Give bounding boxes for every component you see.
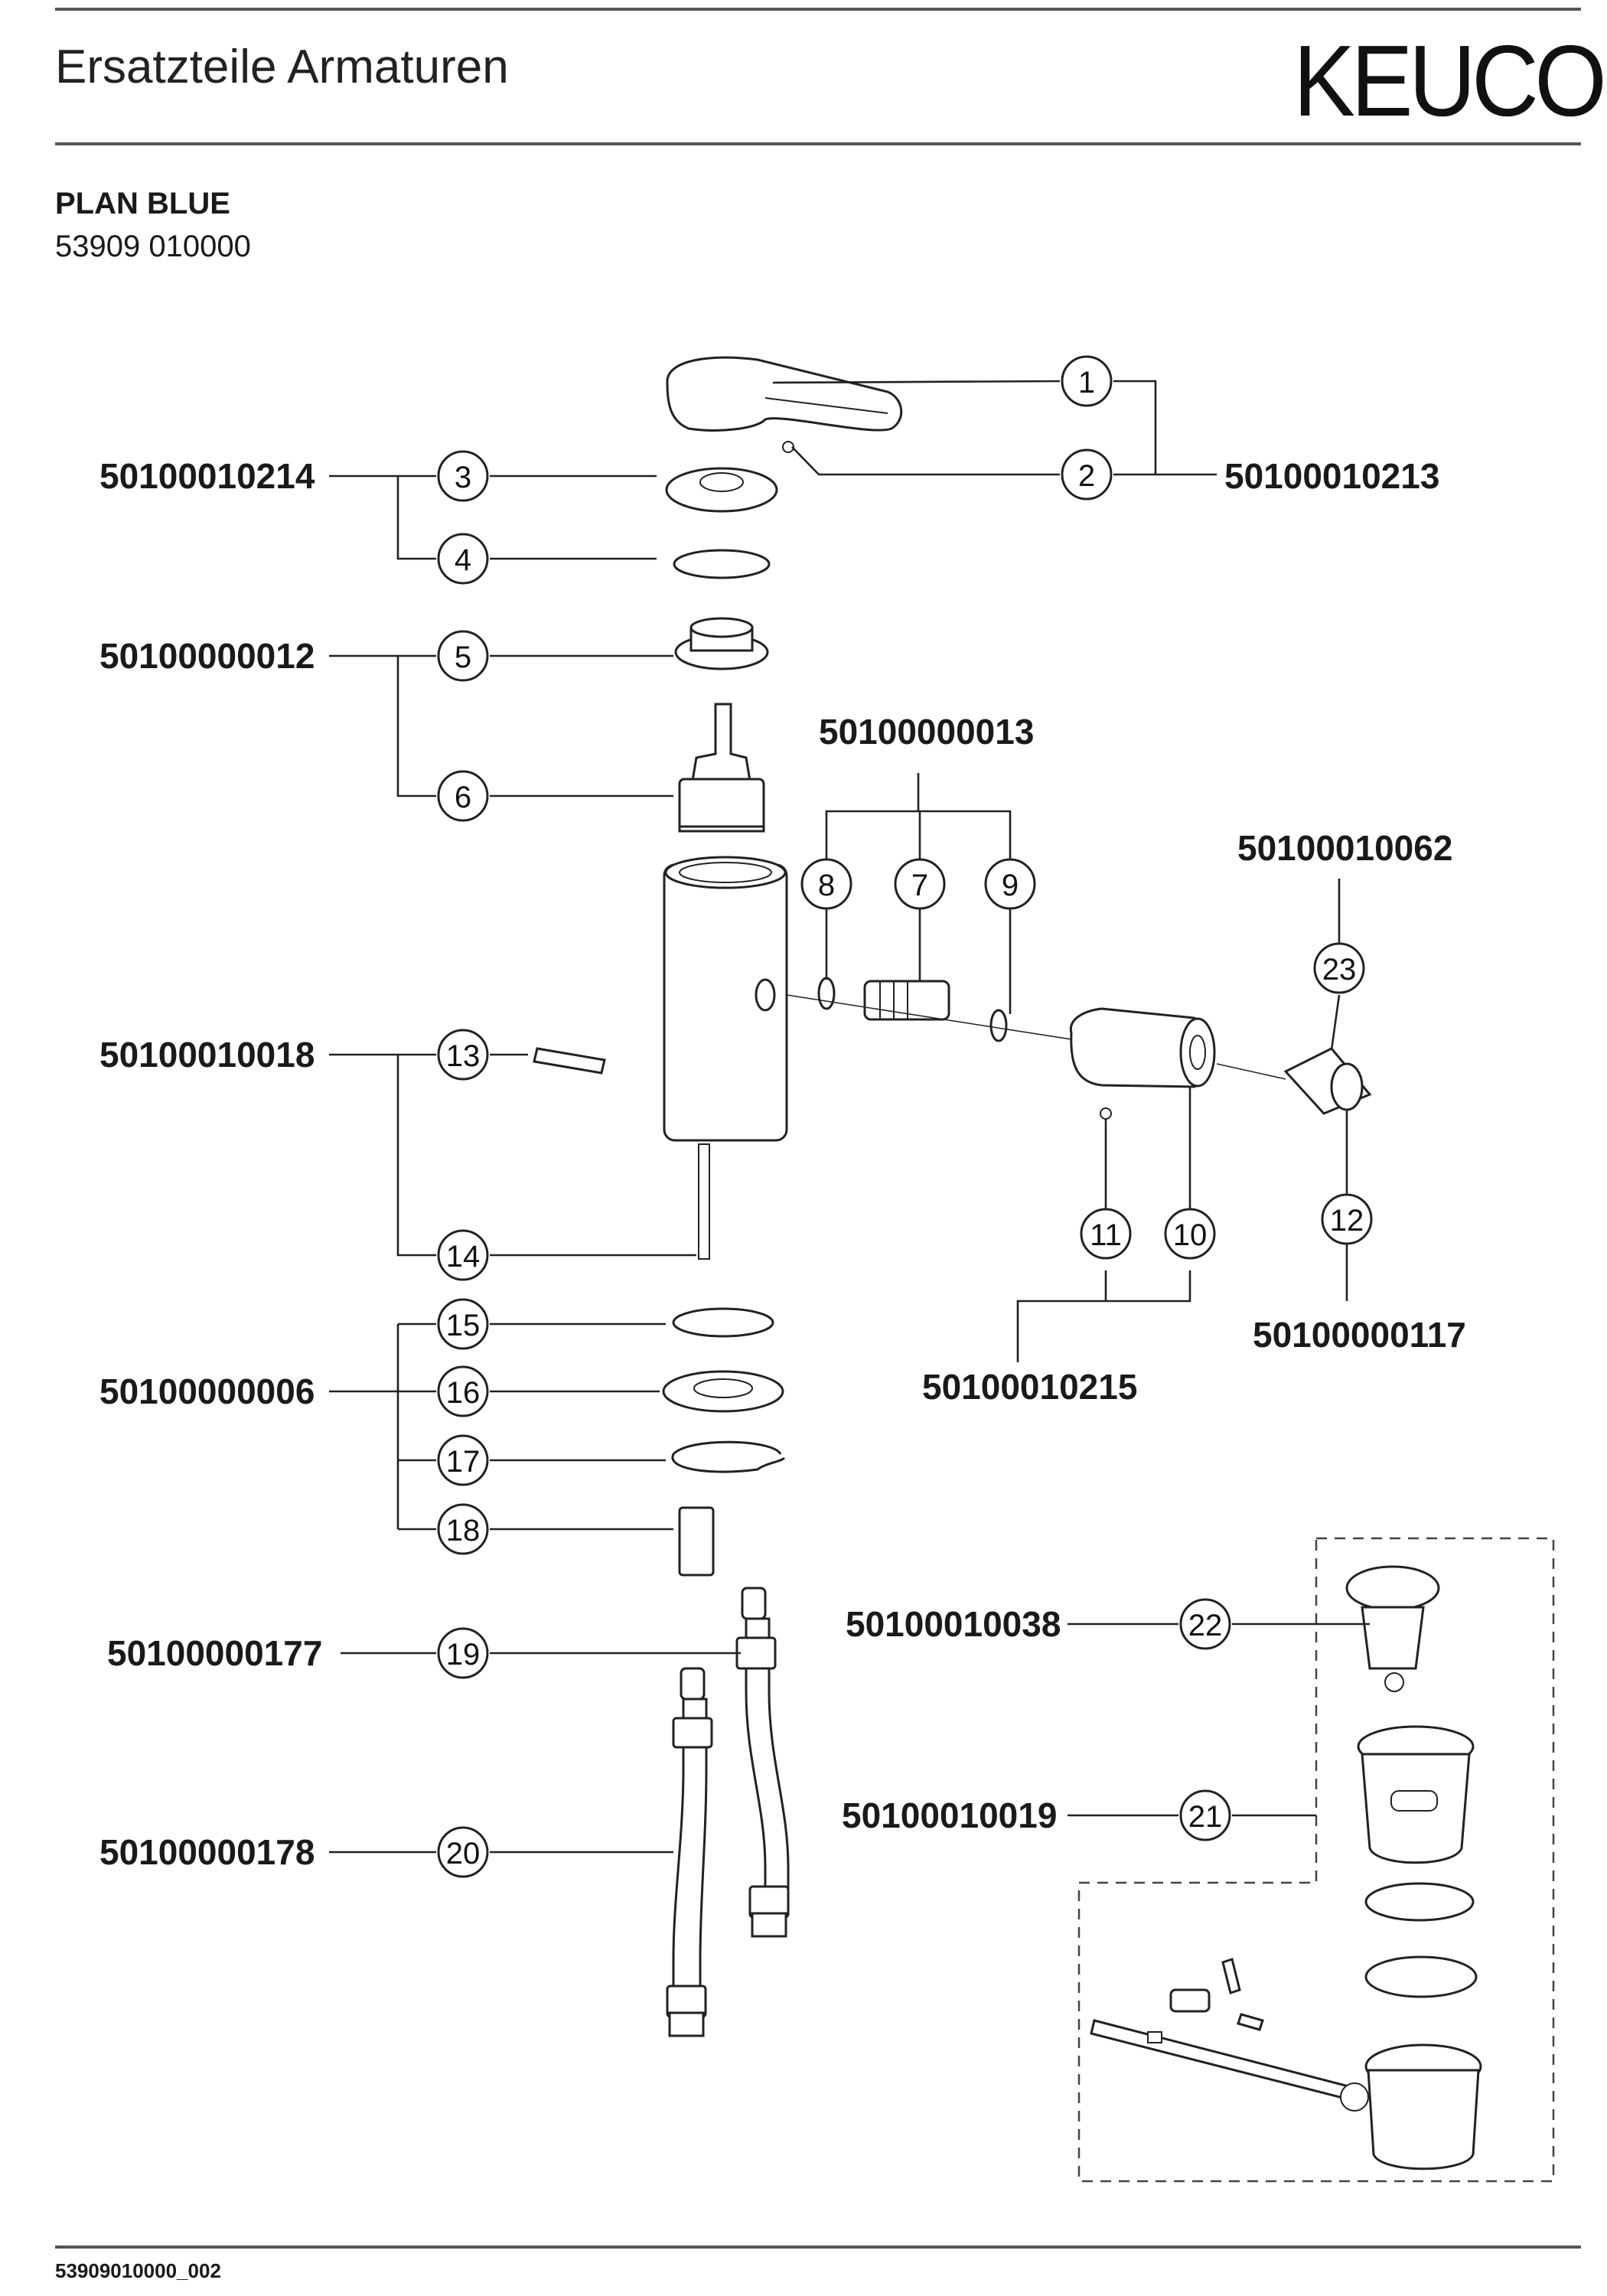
svg-text:21: 21 (1188, 1800, 1223, 1834)
svg-text:8: 8 (818, 869, 835, 902)
part-ring-4 (673, 549, 771, 579)
callout-12: 12 (1321, 1193, 1373, 1245)
callout-4: 4 (437, 533, 489, 585)
callout-23: 23 (1313, 942, 1365, 994)
leader-lines (329, 380, 1370, 1854)
svg-text:13: 13 (446, 1039, 481, 1073)
svg-text:1: 1 (1078, 366, 1095, 400)
callout-2: 2 (1061, 448, 1113, 501)
callout-15: 15 (437, 1298, 489, 1350)
pn-spout-set: 50100010215 (922, 1367, 1137, 1407)
part-drain-ring-a (1364, 1882, 1475, 1922)
svg-text:18: 18 (446, 1514, 481, 1548)
svg-text:20: 20 (446, 1837, 481, 1870)
header-rule (55, 142, 1581, 145)
callout-9: 9 (984, 858, 1036, 910)
svg-text:5: 5 (455, 641, 471, 674)
part-hose-19 (735, 1587, 790, 1938)
pn-drain-valve: 50100010019 (842, 1795, 1057, 1835)
svg-text:10: 10 (1173, 1218, 1208, 1252)
pn-aerator: 50100000117 (1253, 1315, 1466, 1355)
part-spout-10 (1069, 1007, 1216, 1088)
pn-cover-set: 50100010214 (99, 456, 315, 496)
callout-10: 10 (1164, 1208, 1216, 1260)
page-title: Ersatzteile Armaturen (55, 41, 509, 93)
part-drain-plug-22 (1345, 1565, 1440, 1692)
part-pin-13 (533, 1047, 606, 1075)
callout-5: 5 (437, 630, 489, 682)
part-nut-18 (678, 1506, 715, 1577)
pn-body-set: 50100010018 (99, 1035, 315, 1075)
callout-7: 7 (894, 858, 946, 910)
part-nut-5 (674, 617, 769, 670)
part-clip-17 (671, 1440, 786, 1473)
part-ring-15 (672, 1307, 774, 1338)
svg-text:19: 19 (446, 1638, 481, 1671)
callout-13: 13 (437, 1029, 489, 1081)
part-washer-16 (662, 1370, 784, 1413)
pn-cartridge-set: 50100000012 (99, 636, 315, 676)
pn-aerator-housing: 50100010062 (1237, 828, 1452, 868)
callout-18: 18 (437, 1503, 489, 1555)
part-handle (666, 356, 903, 432)
article-number: 53909 010000 (55, 230, 251, 263)
svg-text:4: 4 (455, 543, 471, 577)
brand-logo: KEUCO (1293, 24, 1607, 137)
product-name: PLAN BLUE (55, 187, 230, 220)
svg-text:22: 22 (1188, 1609, 1223, 1642)
part-oring-9 (989, 1009, 1008, 1042)
callout-11: 11 (1080, 1208, 1132, 1260)
pn-hose-cold: 50100000178 (99, 1832, 315, 1872)
callout-8: 8 (800, 858, 852, 910)
top-rule (55, 8, 1581, 11)
part-cover-cap (665, 467, 778, 513)
callout-21: 21 (1179, 1789, 1231, 1841)
part-cartridge (678, 703, 765, 833)
callout-17: 17 (437, 1434, 489, 1486)
callout-20: 20 (437, 1826, 489, 1878)
pn-connector-set: 50100000013 (819, 712, 1034, 752)
svg-text:7: 7 (911, 869, 928, 902)
part-screw-2 (782, 441, 794, 453)
svg-text:14: 14 (446, 1240, 481, 1274)
part-hose-20 (666, 1667, 713, 2037)
svg-text:17: 17 (446, 1445, 481, 1479)
document-code: 53909010000_002 (55, 2259, 221, 2282)
part-rod-14 (698, 1143, 710, 1260)
part-screw-11 (1100, 1107, 1112, 1120)
svg-text:23: 23 (1322, 953, 1357, 987)
pn-hose-hot: 50100000177 (107, 1633, 322, 1673)
callout-19: 19 (437, 1627, 489, 1679)
callout-3: 3 (437, 450, 489, 502)
part-drain-valve-21 (1357, 1725, 1475, 1864)
pn-drain-plug: 50100010038 (846, 1604, 1061, 1644)
part-drain-linkage (1147, 1958, 1264, 2043)
svg-text:2: 2 (1078, 459, 1095, 493)
callout-22: 22 (1179, 1598, 1231, 1650)
svg-text:9: 9 (1002, 869, 1019, 902)
callout-16: 16 (437, 1365, 489, 1417)
part-drain-ring-b (1364, 1955, 1478, 1998)
svg-text:11: 11 (1090, 1218, 1122, 1252)
footer-rule (55, 2245, 1581, 2249)
callout-6: 6 (437, 770, 489, 822)
svg-text:15: 15 (446, 1309, 481, 1342)
pn-handle-set: 50100010213 (1224, 456, 1439, 496)
svg-text:12: 12 (1330, 1204, 1364, 1238)
callout-1: 1 (1061, 355, 1113, 407)
part-aerator-12 (1283, 1047, 1372, 1115)
callout-14: 14 (437, 1229, 489, 1281)
pn-fixing-set: 50100000006 (99, 1371, 315, 1411)
part-body (663, 856, 788, 1142)
part-oring-8 (817, 977, 836, 1010)
svg-text:3: 3 (455, 461, 471, 494)
svg-text:16: 16 (446, 1376, 481, 1410)
svg-text:6: 6 (455, 781, 471, 814)
